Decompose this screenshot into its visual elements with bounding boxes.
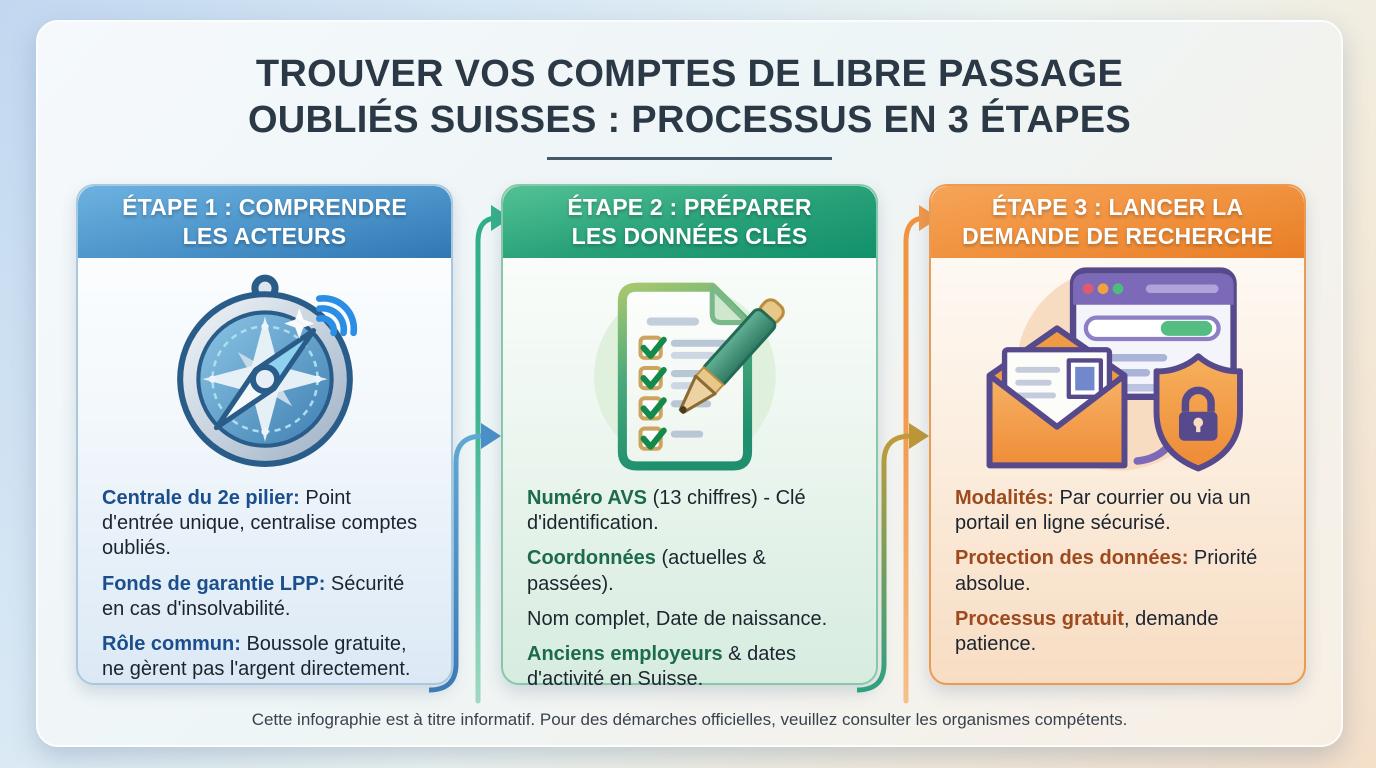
step1-item-1: Centrale du 2e pilier: Point d'entrée un… xyxy=(102,487,418,560)
step2-header-line1: ÉTAPE 2 : PRÉPARER xyxy=(567,193,812,220)
step1-header-line2: LES ACTEURS xyxy=(182,223,347,249)
infographic-panel: TROUVER VOS COMPTES DE LIBRE PASSAGE OUB… xyxy=(36,20,1343,747)
title-underline xyxy=(547,156,832,160)
step3-header: ÉTAPE 3 : LANCER LA DEMANDE DE RECHERCHE xyxy=(931,186,1304,258)
step1-header-line1: ÉTAPE 1 : COMPRENDRE xyxy=(122,193,407,220)
step2-header-line2: LES DONNÉES CLÉS xyxy=(571,223,808,249)
compass-signal-icon xyxy=(78,258,451,480)
step1-text: Centrale du 2e pilier: Point d'entrée un… xyxy=(78,480,451,682)
step2-item-1: Numéro AVS (13 chiffres) - Clé d'identif… xyxy=(527,487,806,535)
page-title: TROUVER VOS COMPTES DE LIBRE PASSAGE OUB… xyxy=(37,21,1342,144)
step2-card: ÉTAPE 2 : PRÉPARER LES DONNÉES CLÉS xyxy=(501,184,878,690)
step1-item-2: Fonds de garantie LPP: Sécurité en cas d… xyxy=(102,572,405,620)
step2-item-4: Anciens employeurs & dates d'activité en… xyxy=(527,642,797,691)
step3-text: Modalités: Par courrier ou via un portai… xyxy=(931,480,1304,657)
step2-to-step3-arrows xyxy=(857,205,939,704)
step2-item-2: Coordonnées (actuelles & passées). xyxy=(527,547,766,595)
mail-browser-shield-icon xyxy=(931,258,1304,480)
step1-card: ÉTAPE 1 : COMPRENDRE LES ACTEURS xyxy=(76,184,453,685)
step1-item-3: Rôle commun: Boussole gratuite, ne gèren… xyxy=(102,632,411,681)
step3-header-line2: DEMANDE DE RECHERCHE xyxy=(962,223,1273,249)
checklist-pen-icon xyxy=(503,258,876,480)
envelope xyxy=(986,325,1127,469)
step3-item-2: Protection des données: Priorité absolue… xyxy=(955,547,1258,595)
step2-item-3: Nom complet, Date de naissance. xyxy=(527,607,828,630)
page-title-line1: TROUVER VOS COMPTES DE LIBRE PASSAGE xyxy=(255,53,1124,95)
security-shield xyxy=(1153,353,1243,472)
step3-item-1: Modalités: Par courrier ou via un portai… xyxy=(955,487,1251,535)
step2-header: ÉTAPE 2 : PRÉPARER LES DONNÉES CLÉS xyxy=(503,186,876,258)
disclaimer-text: Cette infographie est à titre informatif… xyxy=(251,710,1128,729)
step3-card: ÉTAPE 3 : LANCER LA DEMANDE DE RECHERCHE xyxy=(929,184,1306,685)
step1-header: ÉTAPE 1 : COMPRENDRE LES ACTEURS xyxy=(78,186,451,258)
step3-item-3: Processus gratuit, demande patience. xyxy=(955,607,1219,655)
step3-header-line1: ÉTAPE 3 : LANCER LA xyxy=(991,193,1244,220)
page-title-line2: OUBLIÉS SUISSES : PROCESSUS EN 3 ÉTAPES xyxy=(247,99,1132,142)
step2-text: Numéro AVS (13 chiffres) - Clé d'identif… xyxy=(503,480,876,692)
